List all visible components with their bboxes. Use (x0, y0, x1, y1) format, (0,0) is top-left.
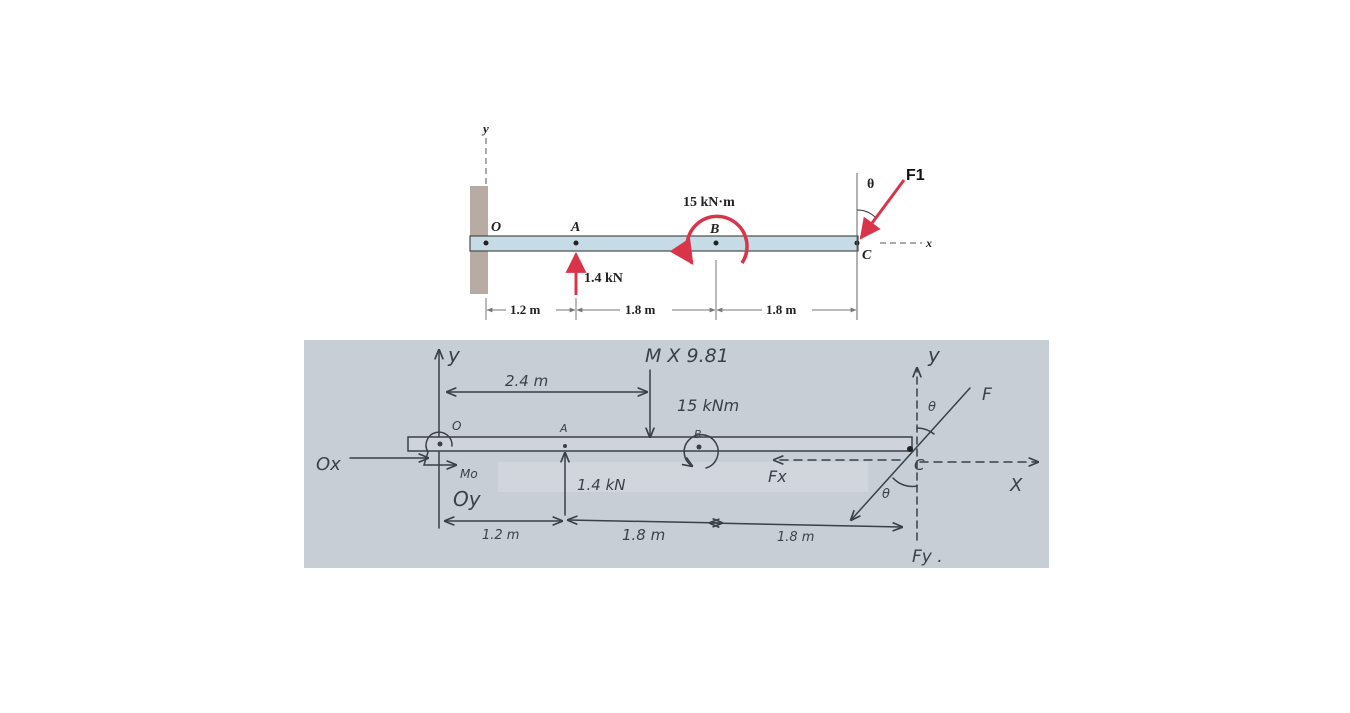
point-o-dot (483, 240, 489, 246)
sketch-dim-3-label: 1.8 m (777, 530, 814, 545)
sketch-right-x-label: X (1009, 475, 1023, 496)
sketch-oy-label: Oy (453, 487, 482, 511)
sketch-point-c-dot (907, 446, 913, 452)
sketch-beam (407, 436, 913, 452)
moment-arrow-b (669, 214, 749, 266)
sketch-weight-label: M X 9.81 (645, 345, 729, 367)
sketch-point-o-label: O (452, 419, 461, 433)
sketch-point-b-label: B (694, 428, 702, 441)
sketch-angle-arc-top (916, 427, 935, 435)
dim-label-3: 1.8 m (766, 302, 797, 317)
moment-b-label: 15 kN·m (683, 195, 735, 210)
sketch-f-line (851, 387, 971, 520)
angle-label-top: θ (867, 177, 874, 192)
sketch-right-y-label: y (927, 343, 941, 367)
point-a-dot (573, 240, 579, 246)
dim-label-1: 1.2 m (510, 302, 541, 317)
sketch-point-o-dot (437, 441, 443, 447)
sketch-dim-1-label: 1.2 m (482, 528, 519, 543)
force-arrow-f1 (859, 179, 906, 240)
point-b-dot (713, 240, 719, 246)
x-axis-label: x (925, 236, 932, 250)
sketch-mo-arrow (422, 431, 456, 465)
point-c-label: C (862, 248, 872, 263)
sketch-dim-24-label: 2.4 m (505, 372, 548, 390)
point-a-label: A (570, 220, 580, 235)
point-o-label: O (491, 220, 501, 235)
sketch-ox-label: Ox (316, 454, 341, 475)
sketch-left-y-label: y (447, 343, 461, 367)
paper-smudge (498, 462, 868, 492)
sketch-moment-b (684, 433, 719, 469)
sketch-dim-3-line (710, 523, 902, 527)
sketch-fy-label: Fy . (912, 547, 943, 567)
sketch-point-c-label: C (914, 456, 925, 474)
textbook-beam-diagram: y x O A B C 1.4 kN 15 kN·m θ F1 1.2 m 1.… (469, 121, 932, 320)
sketch-point-b-dot (696, 444, 702, 450)
point-b-label: B (709, 222, 719, 237)
sketch-moment-label: 15 kNm (677, 396, 739, 415)
sketch-angle-bottom-label: θ (882, 487, 890, 502)
sketch-force-a-label: 1.4 kN (577, 476, 626, 494)
sketch-force-f-label: F (982, 385, 992, 405)
force-f1-label: F1 (906, 167, 925, 184)
sketch-point-a-label: A (559, 422, 568, 435)
y-axis-label: y (481, 121, 489, 136)
sketch-mo-label: Mo (460, 467, 478, 481)
sketch-fx-label: Fx (768, 467, 787, 486)
sketch-dim-2-label: 1.8 m (622, 526, 665, 544)
dim-label-2: 1.8 m (625, 302, 656, 317)
sketch-angle-arc-bottom (892, 477, 918, 488)
sketch-angle-top-label: θ (928, 400, 936, 415)
sketch-paper (304, 340, 1049, 568)
force-a-label: 1.4 kN (584, 271, 623, 286)
sketch-point-a-dot (563, 444, 567, 448)
sketch-dim-2-line (568, 520, 722, 523)
